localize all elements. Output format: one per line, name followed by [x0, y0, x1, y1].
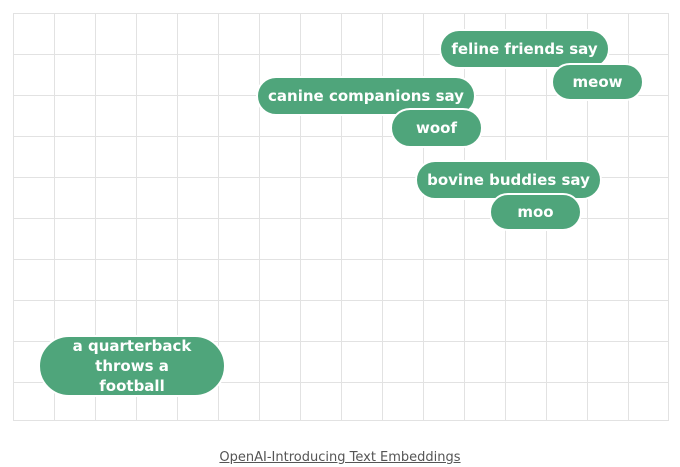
phrase-meow: meow: [551, 63, 644, 101]
phrase-a-quarterback-throws-a-football: a quarterback throws a football: [38, 335, 226, 397]
phrase-moo: moo: [489, 193, 582, 231]
phrase-woof: woof: [390, 108, 483, 148]
phrase-feline-friends-say: feline friends say: [439, 29, 610, 69]
source-caption-link[interactable]: OpenAI-Introducing Text Embeddings: [219, 450, 461, 465]
